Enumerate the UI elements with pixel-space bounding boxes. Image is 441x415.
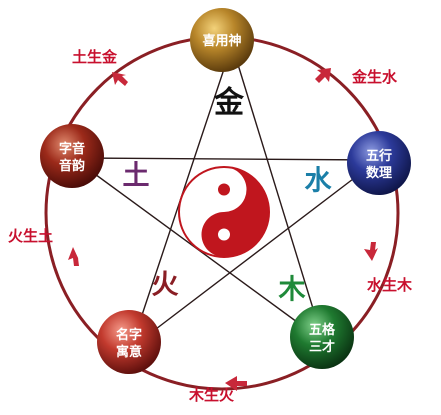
node-bottom-right-label-line1: 五格 (309, 322, 336, 338)
node-right: 五行 数理 (347, 131, 411, 195)
arrow-icon (112, 72, 128, 86)
arrow-icon (364, 242, 378, 261)
node-top-label: 喜用神 (202, 33, 241, 49)
element-water: 水 (305, 166, 333, 197)
star-line (130, 159, 379, 349)
element-wood: 木 (278, 275, 306, 306)
node-left-label-line2: 音韵 (59, 158, 85, 174)
arrow-icon (68, 247, 79, 266)
arrow-icon (225, 376, 247, 391)
node-bottom-right-label-line2: 三才 (309, 339, 335, 355)
node-bottom-left-label-line1: 名字 (116, 327, 142, 343)
element-earth: 土 (123, 161, 150, 192)
node-bottom-left-label-line2: 寓意 (116, 344, 142, 360)
relation-earth-metal: 土生金 (72, 48, 118, 66)
relation-wood-fire: 木生火 (188, 386, 235, 404)
relation-water-wood: 水生木 (367, 276, 413, 294)
cycle-arrows (68, 68, 378, 391)
star-line (72, 157, 379, 161)
node-left: 字音 音韵 (40, 124, 104, 188)
node-right-label-line2: 数理 (366, 165, 392, 181)
pentagram (72, 44, 379, 349)
element-metal: 金 (213, 86, 245, 121)
relation-metal-water: 金生水 (351, 68, 398, 86)
arrow-icon (315, 68, 331, 83)
star-line (231, 44, 324, 342)
element-fire: 火 (152, 270, 179, 301)
yin-yang-icon (178, 166, 270, 258)
node-top: 喜用神 (190, 8, 254, 72)
relation-fire-earth: 火生土 (8, 227, 53, 245)
node-bottom-right: 五格 三才 (290, 305, 354, 369)
node-bottom-left: 名字 寓意 (97, 310, 161, 374)
node-right-label-line1: 五行 (366, 148, 392, 164)
node-left-label-line1: 字音 (59, 141, 85, 157)
